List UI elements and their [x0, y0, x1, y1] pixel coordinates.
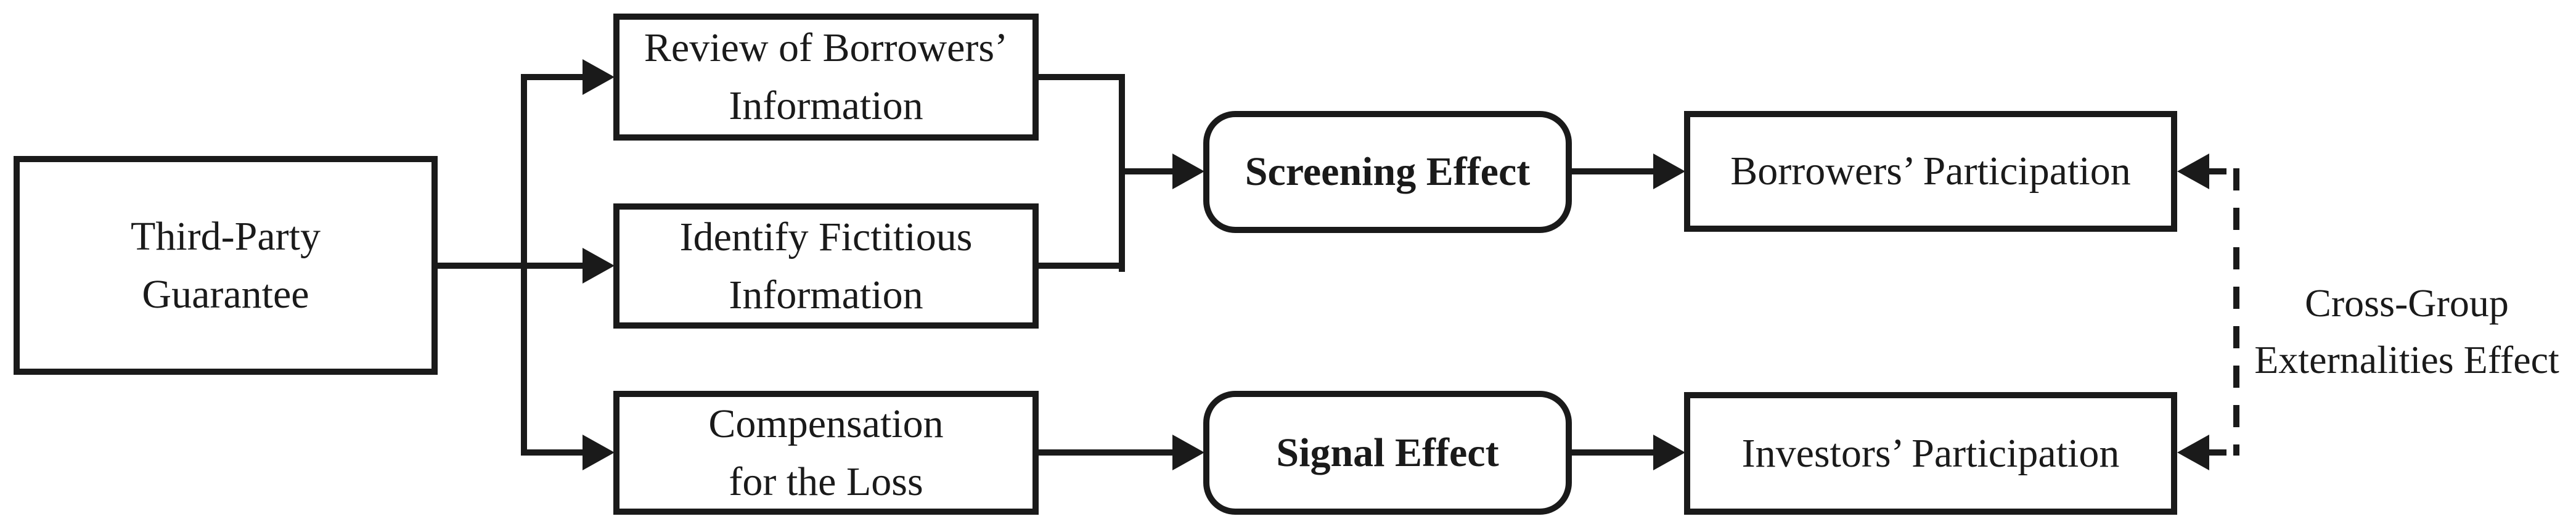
- arrowhead-into-compensation-icon: [583, 435, 615, 470]
- connector-thirdparty-identify: [438, 263, 586, 269]
- connector-branch-vertical: [521, 74, 527, 456]
- node-investors-participation: Investors’ Participation: [1684, 392, 2177, 515]
- cross-group-externalities-label: Cross-Group Externalities Effect: [2254, 281, 2559, 382]
- dashed-connector-top: [2207, 168, 2241, 174]
- node-investors-participation-label: Investors’ Participation: [1741, 430, 2120, 476]
- dashed-connector-bottom: [2207, 449, 2241, 456]
- node-compensation-for-the-loss: Compensation for the Loss: [613, 391, 1039, 515]
- node-borrowers-participation: Borrowers’ Participation: [1684, 111, 2177, 232]
- connector-compensation-to-signal: [1039, 449, 1174, 456]
- arrowhead-into-review-icon: [583, 59, 615, 95]
- node-third-party-guarantee: Third-Party Guarantee: [14, 156, 438, 375]
- dashed-connector-vertical: [2233, 168, 2239, 456]
- dashed-arrowhead-into-investors-icon: [2177, 435, 2209, 470]
- node-signal-effect-label: Signal Effect: [1276, 430, 1499, 475]
- connector-signal-to-investors: [1572, 449, 1655, 456]
- node-review-borrowers-information-label: Review of Borrowers’ Information: [644, 25, 1008, 128]
- connector-merge-to-screening: [1122, 168, 1174, 174]
- node-screening-effect: Screening Effect: [1203, 111, 1572, 233]
- arrowhead-into-borrowers-icon: [1653, 153, 1685, 189]
- node-signal-effect: Signal Effect: [1203, 391, 1572, 515]
- node-identify-fictitious-information: Identify Fictitious Information: [613, 203, 1039, 329]
- arrowhead-into-signal-icon: [1172, 435, 1204, 470]
- node-identify-fictitious-information-label: Identify Fictitious Information: [679, 214, 973, 317]
- connector-branch-to-review: [521, 74, 586, 80]
- node-borrowers-participation-label: Borrowers’ Participation: [1730, 149, 2131, 194]
- connector-screening-to-borrowers: [1572, 168, 1655, 174]
- node-review-borrowers-information: Review of Borrowers’ Information: [613, 14, 1039, 141]
- node-screening-effect-label: Screening Effect: [1245, 149, 1531, 194]
- dashed-arrowhead-into-borrowers-icon: [2177, 153, 2209, 189]
- arrowhead-into-identify-icon: [583, 248, 615, 284]
- arrowhead-into-investors-icon: [1653, 435, 1685, 470]
- connector-review-out: [1039, 74, 1125, 80]
- arrowhead-into-screening-icon: [1172, 153, 1204, 189]
- node-third-party-guarantee-label: Third-Party Guarantee: [131, 213, 321, 317]
- connector-identify-out: [1039, 263, 1125, 269]
- connector-branch-to-compensation: [521, 449, 586, 456]
- node-compensation-for-the-loss-label: Compensation for the Loss: [708, 401, 944, 504]
